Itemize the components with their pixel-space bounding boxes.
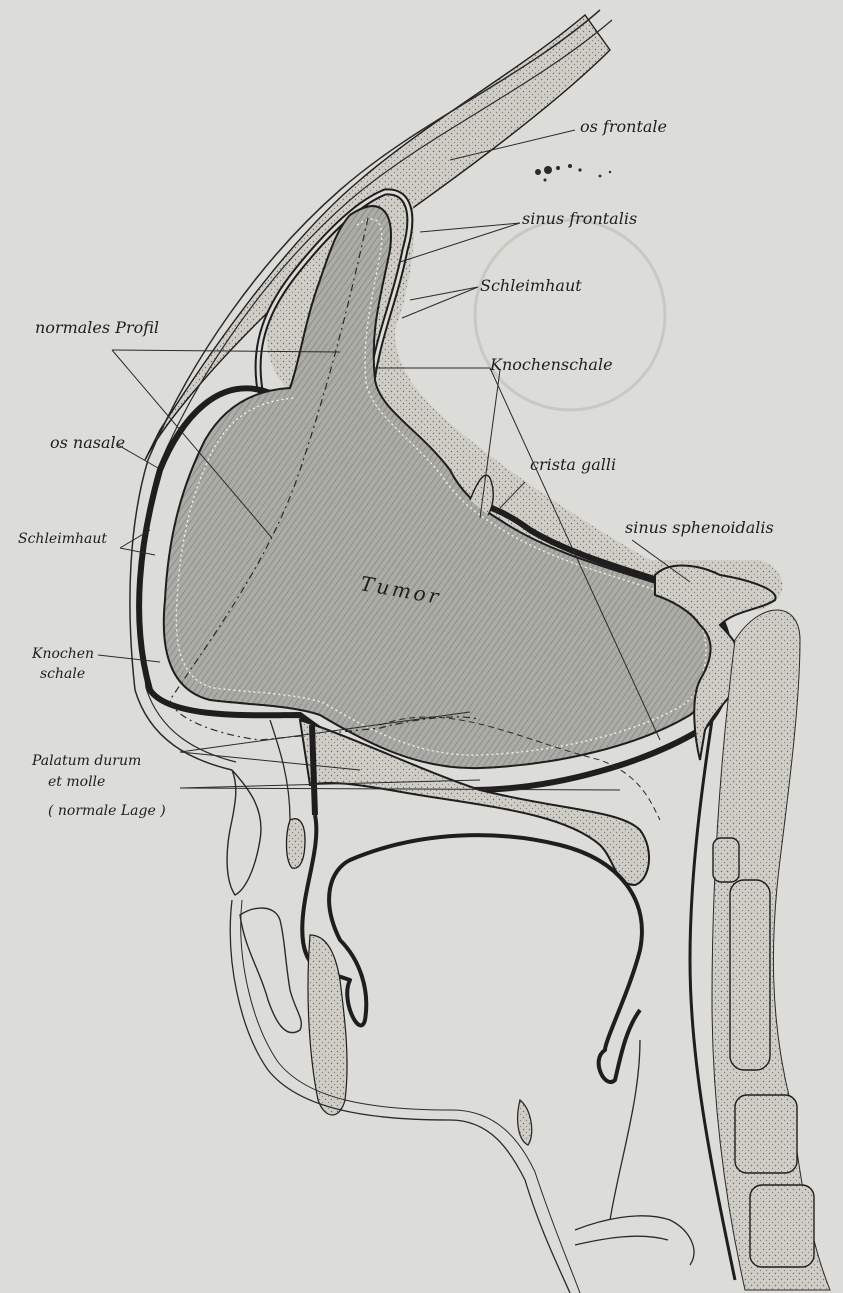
label-palatum-line2: et molle [48,774,105,790]
label-os-nasale: os nasale [50,433,125,452]
label-knochen: Knochen [31,646,94,662]
nasal-septum-anterior [312,725,315,815]
label-sinus-sphenoidalis: sinus sphenoidalis [625,518,774,537]
label-schale: schale [40,666,85,682]
label-palatum-line1: Palatum durum [31,753,141,769]
label-schleimhaut-left: Schleimhaut [18,531,107,547]
label-schleimhaut-top: Schleimhaut [480,276,582,295]
label-knochenschale-top: Knochenschale [489,355,613,374]
label-crista-galli: crista galli [530,455,616,474]
label-normales-profil: normales Profil [35,318,159,337]
label-palatum-line3: ( normale Lage ) [48,803,166,819]
label-sinus-frontalis: sinus frontalis [522,209,637,228]
label-os-frontale: os frontale [580,117,667,136]
upper-incisor [286,819,305,869]
